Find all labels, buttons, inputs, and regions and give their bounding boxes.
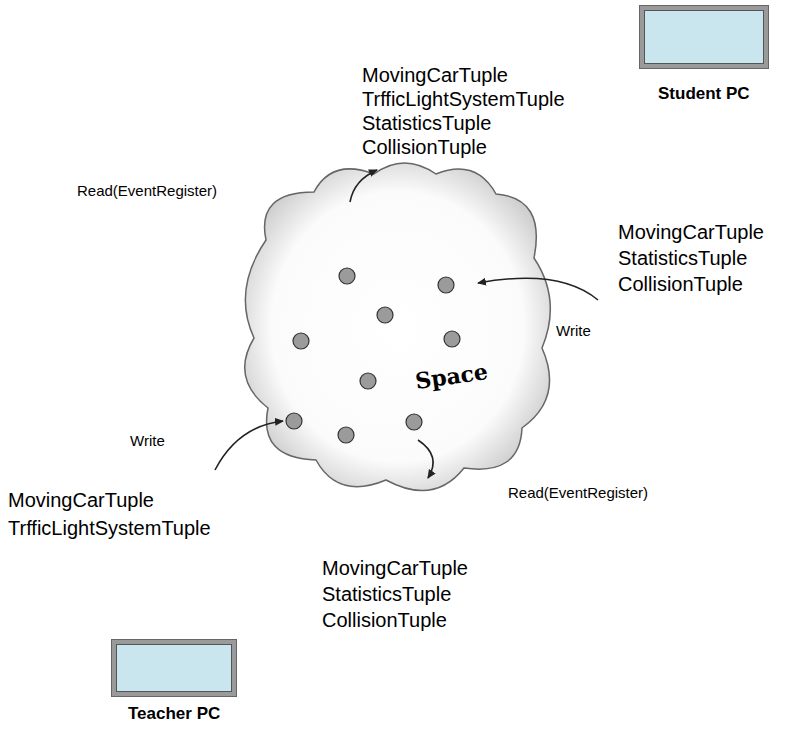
tuple-dot (293, 333, 309, 349)
write-arrow (478, 278, 598, 300)
operation-label: Read(EventRegister) (77, 182, 217, 200)
pc-screen (640, 6, 768, 68)
pc-node: Teacher PC (112, 640, 236, 725)
tuple-name: MovingCarTuple (322, 556, 468, 580)
tuple-dot (338, 427, 354, 443)
operation-label: Write (130, 432, 165, 450)
tuple-name: CollisionTuple (362, 135, 487, 159)
tuple-dot (406, 414, 422, 430)
cloud-outline (228, 150, 558, 508)
pc-label: Teacher PC (128, 704, 220, 724)
operation-label: Write (556, 322, 591, 340)
tuple-name: MovingCarTuple (618, 220, 764, 244)
tuple-dot (444, 331, 460, 347)
pc-label: Student PC (658, 84, 750, 104)
tuple-name: CollisionTuple (322, 608, 447, 632)
read-arrow (418, 440, 433, 478)
tuple-dot (438, 277, 454, 293)
cloud-shape (245, 163, 551, 491)
tuple-name: StatisticsTuple (618, 246, 747, 270)
tuple-name: MovingCarTuple (362, 63, 508, 87)
tuple-name: StatisticsTuple (362, 111, 491, 135)
tuple-name: MovingCarTuple (8, 488, 154, 512)
tuple-name: TrfficLightSystemTuple (8, 516, 211, 540)
read-arrow (350, 170, 377, 202)
tuple-dot (377, 307, 393, 323)
operation-label: Read(EventRegister) (508, 484, 648, 502)
tuple-space-cloud: Space (228, 150, 558, 508)
tuple-name: TrfficLightSystemTuple (362, 87, 565, 111)
pc-node: Student PC (640, 6, 768, 105)
tuple-name: StatisticsTuple (322, 582, 451, 606)
tuple-dot (339, 268, 355, 284)
pc-screen (112, 640, 236, 696)
tuple-name: CollisionTuple (618, 272, 743, 296)
tuple-dot (360, 373, 376, 389)
tuple-dot (286, 413, 302, 429)
write-arrow (215, 421, 283, 470)
